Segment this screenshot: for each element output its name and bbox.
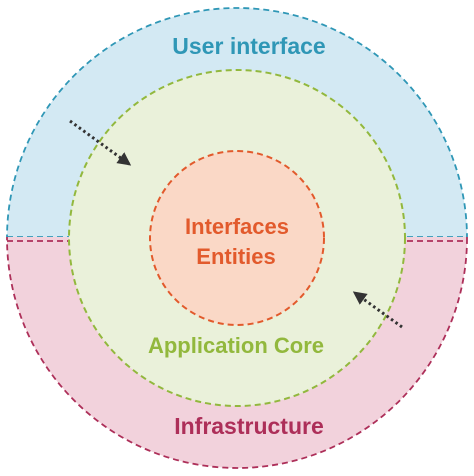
interfaces-entities-circle <box>149 150 325 326</box>
dependency-arrow-bottom-right <box>352 291 403 329</box>
inner-label-entities: Entities <box>196 244 275 269</box>
user-interface-label: User interface <box>172 33 325 59</box>
application-core-label: Application Core <box>148 333 324 358</box>
dependency-arrow-top-left <box>69 119 132 166</box>
inner-label-interfaces: Interfaces <box>185 214 289 239</box>
infrastructure-label: Infrastructure <box>174 413 324 439</box>
